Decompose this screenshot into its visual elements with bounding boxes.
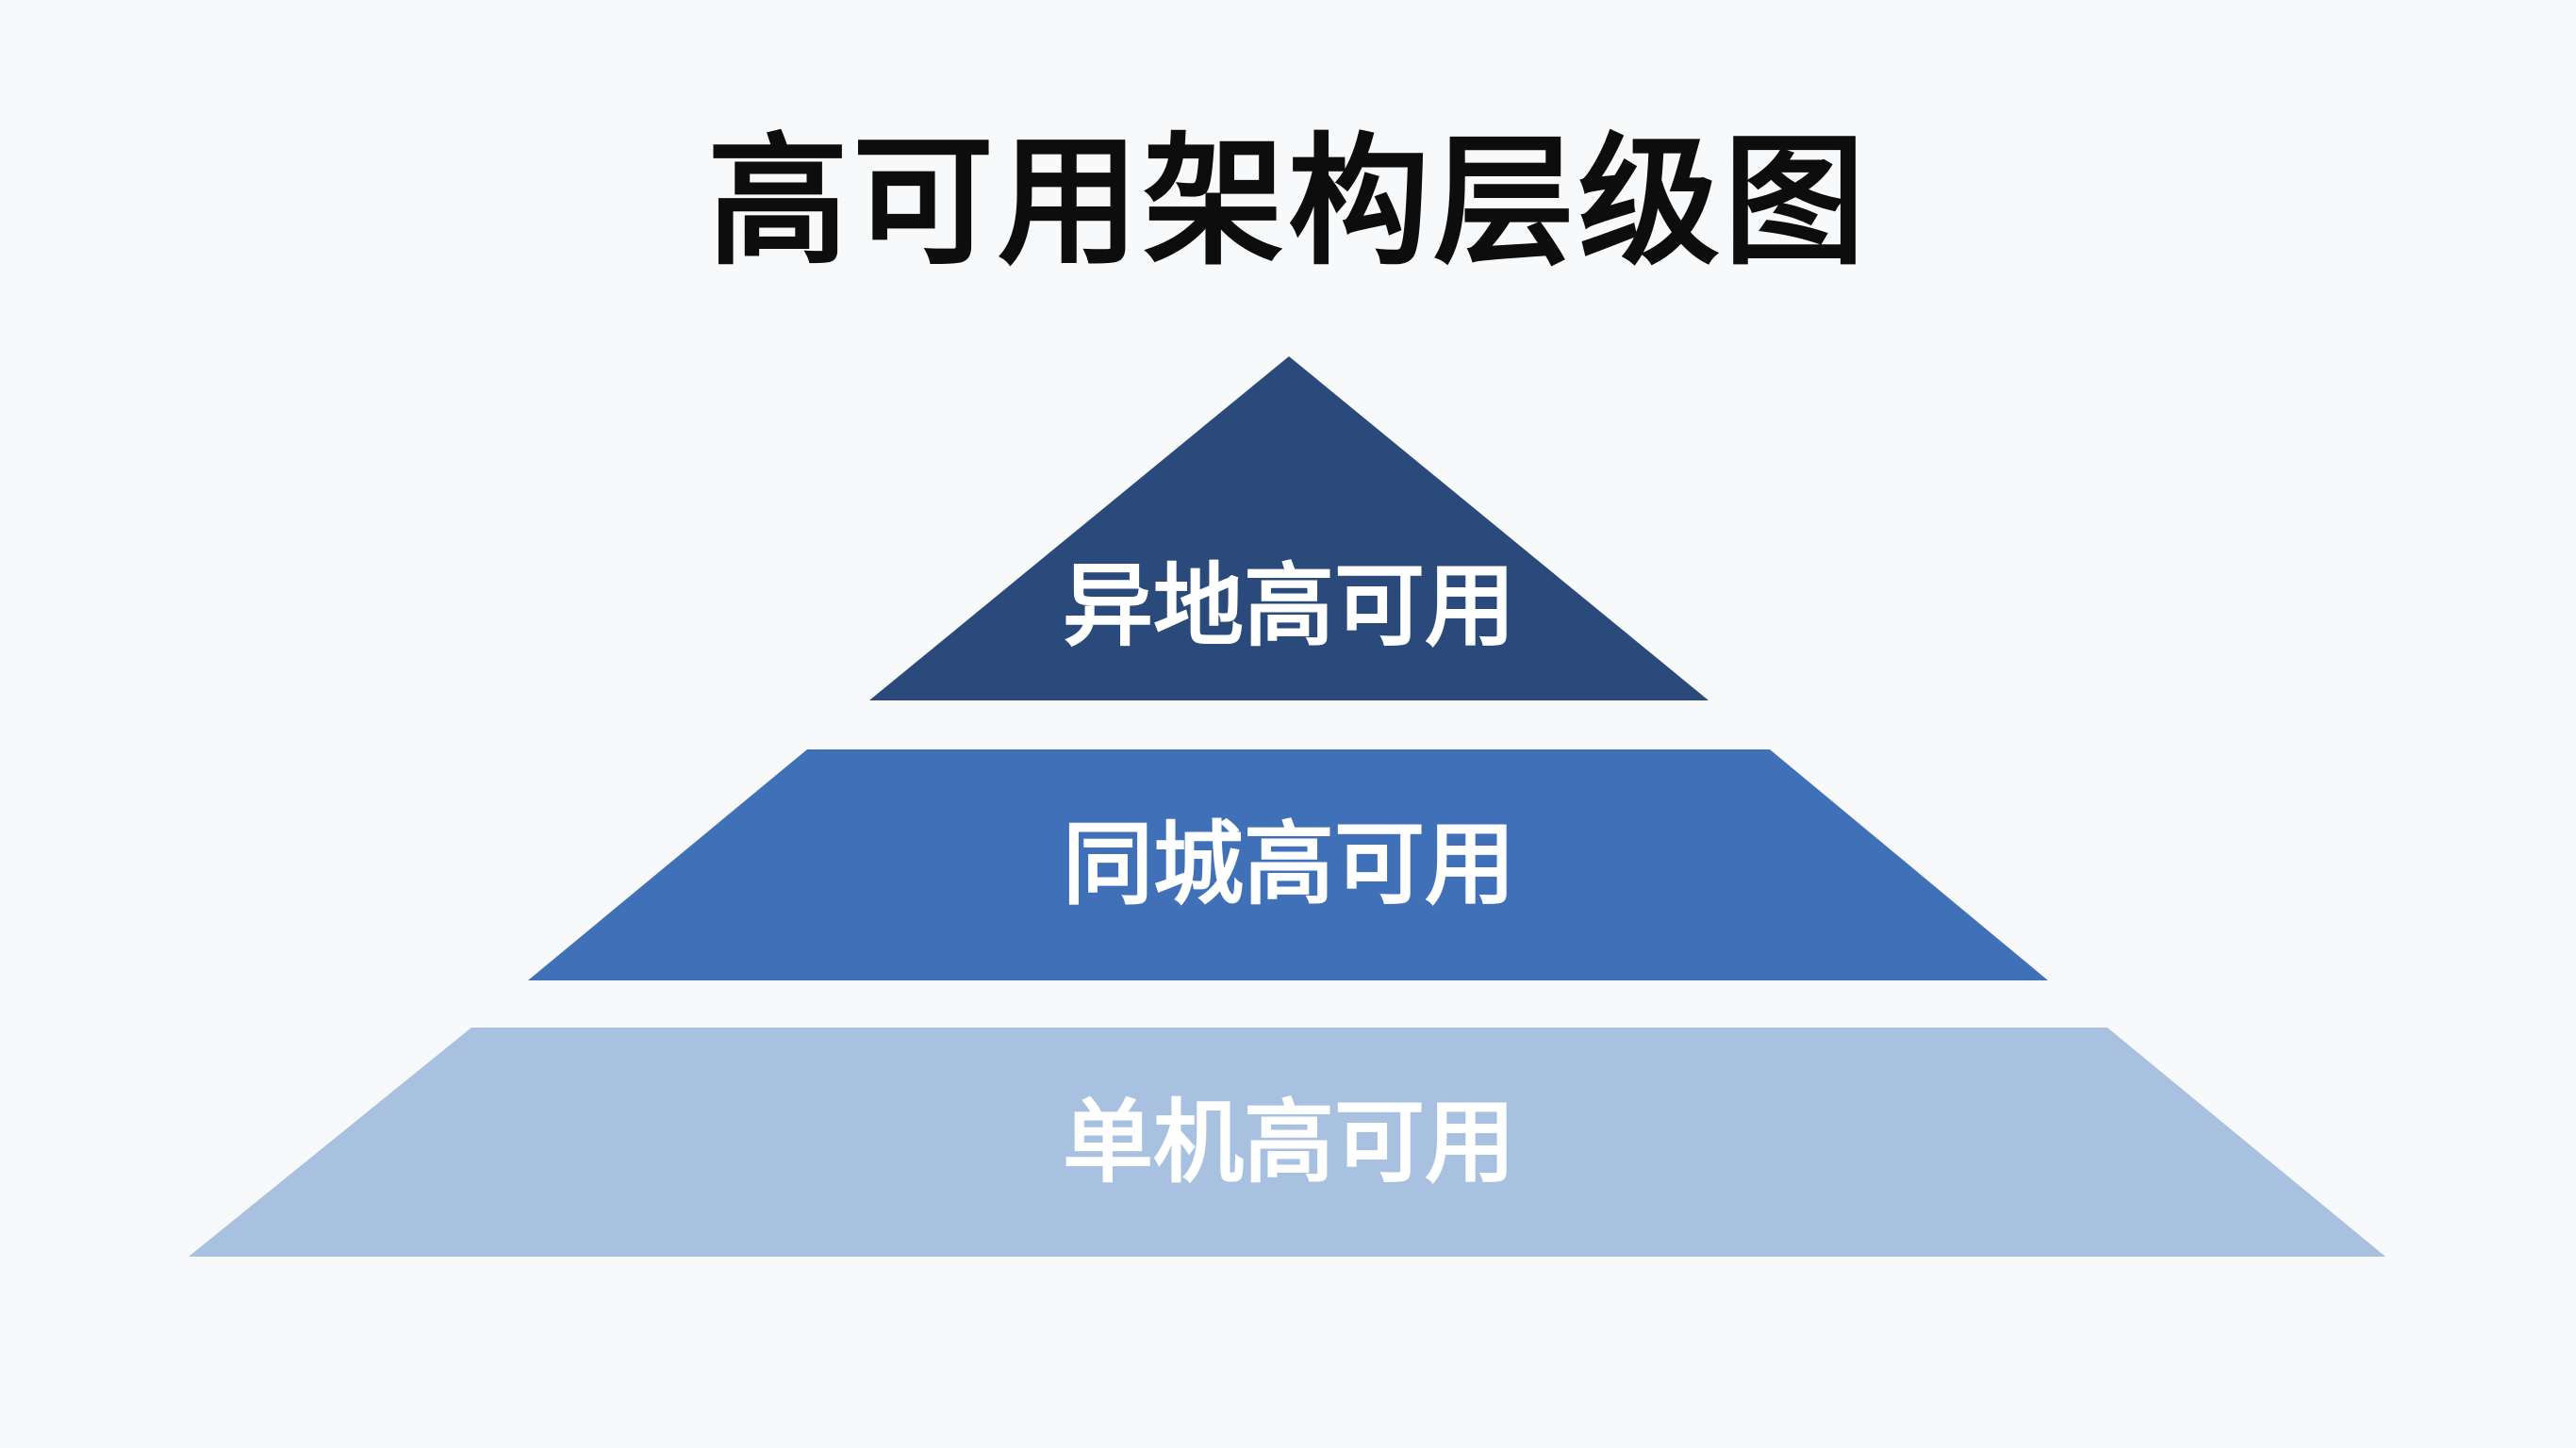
- tier-bottom-shape: [189, 1028, 2386, 1257]
- tier-top-shape: [869, 356, 1709, 700]
- tier-middle-label: 同城高可用: [1063, 812, 1515, 917]
- pyramid-tier-middle: 同城高可用: [528, 749, 2048, 980]
- pyramid-tier-bottom: 单机高可用: [189, 1028, 2386, 1257]
- tier-bottom-label: 单机高可用: [1063, 1090, 1515, 1195]
- diagram-title: 高可用架构层级图: [706, 121, 1869, 285]
- tier-middle-shape: [528, 749, 2048, 980]
- pyramid-tier-top: 异地高可用: [869, 356, 1709, 700]
- tier-top-label: 异地高可用: [1063, 553, 1515, 659]
